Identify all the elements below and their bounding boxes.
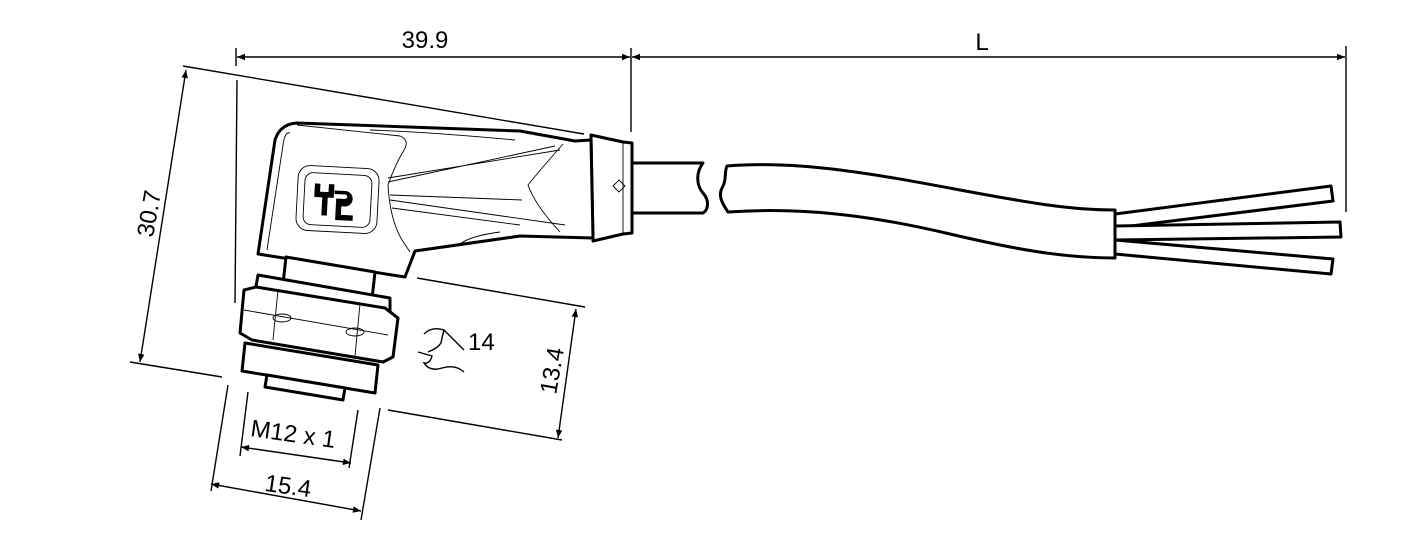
dimension-nut-height: 13.4: [387, 277, 586, 441]
dimension-thread: M12 x 1: [239, 391, 359, 469]
dim-thread-label: M12 x 1: [249, 415, 337, 454]
dim-height-label: 30.7: [132, 188, 167, 239]
dim-connector-length-label: 39.9: [402, 27, 449, 54]
wrench-size-label: 14: [468, 329, 495, 356]
wire-3: [1113, 238, 1335, 276]
cable-collar: [589, 133, 634, 243]
wire-2: [1113, 220, 1343, 242]
wire-1: [1113, 184, 1335, 230]
coupling-nut: [238, 255, 400, 402]
dimension-height: 30.7: [129, 65, 585, 378]
dimension-nut-width: 15.4: [210, 384, 381, 521]
connector-head: [256, 121, 595, 279]
cable: [630, 161, 1343, 276]
dim-cable-length-label: L: [975, 29, 988, 56]
wrench-icon: 14: [417, 327, 495, 373]
dimension-cable-length: L: [632, 29, 1347, 212]
dim-nut-width-label: 15.4: [263, 470, 313, 503]
logo-icon: [314, 183, 353, 221]
dimension-connector-length: 39.9: [235, 27, 632, 132]
